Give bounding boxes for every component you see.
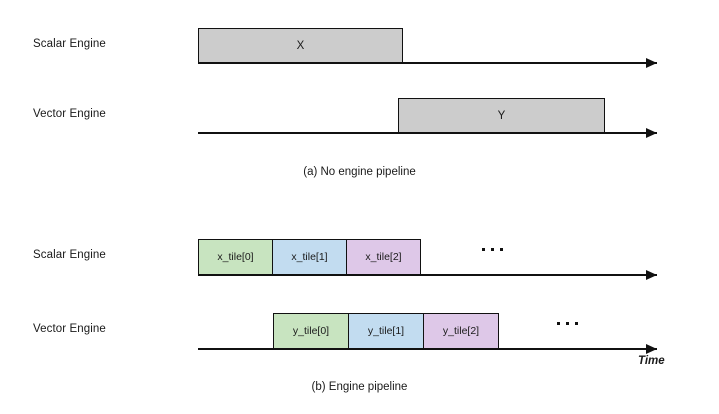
panel-b-scalar-engine-label: Scalar Engine bbox=[33, 249, 106, 261]
panel-b-vector-timeline-arrowhead bbox=[646, 344, 657, 354]
panel-a-vector-timeline-arrowhead bbox=[646, 128, 657, 138]
panel-b-scalar-tile-1: x_tile[1] bbox=[272, 239, 347, 275]
panel-b-vector-tile-2: y_tile[2] bbox=[423, 313, 499, 349]
panel-a-vector-timeline-axis bbox=[198, 132, 657, 134]
panel-b-scalar-tile-0: x_tile[0] bbox=[198, 239, 273, 275]
panel-b-scalar-continuation-ellipsis bbox=[482, 248, 503, 251]
panel-b-vector-engine-label: Vector Engine bbox=[33, 323, 106, 335]
panel-b-vector-timeline-axis bbox=[198, 348, 657, 350]
panel-b-vector-tile-1: y_tile[1] bbox=[348, 313, 424, 349]
panel-a-scalar-timeline-arrowhead bbox=[646, 58, 657, 68]
panel-a-scalar-block-x: X bbox=[198, 28, 403, 63]
panel-b-scalar-timeline-axis bbox=[198, 274, 657, 276]
panel-b-vector-continuation-ellipsis bbox=[557, 322, 578, 325]
panel-a-scalar-timeline-axis bbox=[198, 62, 657, 64]
panel-b-caption: (b) Engine pipeline bbox=[311, 381, 408, 393]
panel-a-scalar-engine-label: Scalar Engine bbox=[33, 38, 106, 50]
panel-b-scalar-tile-2: x_tile[2] bbox=[346, 239, 421, 275]
panel-a-vector-engine-label: Vector Engine bbox=[33, 108, 106, 120]
panel-b-vector-tile-0: y_tile[0] bbox=[273, 313, 349, 349]
panel-a-caption: (a) No engine pipeline bbox=[303, 166, 416, 178]
time-axis-label: Time bbox=[638, 355, 665, 367]
panel-a-vector-block-y: Y bbox=[398, 98, 605, 133]
panel-b-scalar-timeline-arrowhead bbox=[646, 270, 657, 280]
